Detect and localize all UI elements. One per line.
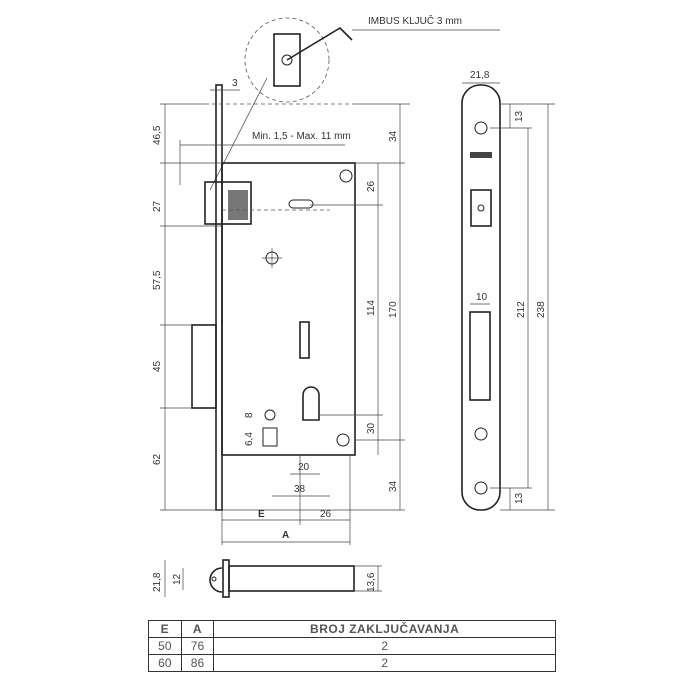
dim-114: 114 xyxy=(366,300,377,316)
header-A: A xyxy=(180,620,215,638)
side-view: 21,8 12 13,6 xyxy=(152,559,382,598)
dim-45: 45 xyxy=(152,360,163,372)
dim-A: A xyxy=(282,530,289,541)
side-21-8: 21,8 xyxy=(152,572,163,592)
dim-6-4: 6,4 xyxy=(244,432,255,446)
dim-62: 62 xyxy=(152,453,163,465)
faceplate-front-view: 21,8 10 13 13 212 238 xyxy=(461,70,555,511)
hex-key-label: IMBUS KLJUČ 3 mm xyxy=(368,14,462,27)
plate-13-bottom: 13 xyxy=(514,492,525,504)
dim-34-bottom: 34 xyxy=(388,480,399,492)
cell: 50 xyxy=(148,637,182,655)
plate-slot-width: 10 xyxy=(476,292,488,303)
dim-26-bottom: 26 xyxy=(320,509,332,520)
dim-57-5: 57,5 xyxy=(152,270,163,290)
dim-30: 30 xyxy=(366,422,377,434)
plate-width: 21,8 xyxy=(470,70,490,81)
bottom-dimensions: 8 6,4 20 38 E 26 A xyxy=(221,412,351,545)
dim-170: 170 xyxy=(388,301,399,318)
dim-27: 27 xyxy=(152,200,163,212)
side-13-6: 13,6 xyxy=(366,572,377,592)
dim-20: 20 xyxy=(298,462,310,473)
dim-3: 3 xyxy=(232,78,238,89)
dim-E: E xyxy=(258,509,265,520)
hex-key-detail: IMBUS KLJUČ 3 mm xyxy=(209,14,500,191)
cell: 86 xyxy=(180,654,215,672)
dim-26-top: 26 xyxy=(366,180,377,192)
dim-46-5: 46,5 xyxy=(152,125,163,145)
plate-238: 238 xyxy=(536,301,547,318)
header-E: E xyxy=(148,620,182,638)
cell: 2 xyxy=(213,637,556,655)
cell: 60 xyxy=(148,654,182,672)
dim-34-top: 34 xyxy=(388,130,399,142)
plate-212: 212 xyxy=(516,301,527,318)
dim-8: 8 xyxy=(244,412,255,418)
plate-13-top: 13 xyxy=(514,110,525,122)
header-locking: BROJ ZAKLJUČAVANJA xyxy=(213,620,556,638)
lock-body xyxy=(191,84,356,511)
cell: 76 xyxy=(180,637,215,655)
door-thickness-range: Min. 1,5 - Max. 11 mm xyxy=(252,131,351,142)
right-dimensions: 34 26 114 170 30 34 xyxy=(222,104,405,511)
left-dimensions: 46,5 27 57,5 45 62 xyxy=(152,104,222,511)
side-12: 12 xyxy=(172,573,183,585)
cell: 2 xyxy=(213,654,556,672)
